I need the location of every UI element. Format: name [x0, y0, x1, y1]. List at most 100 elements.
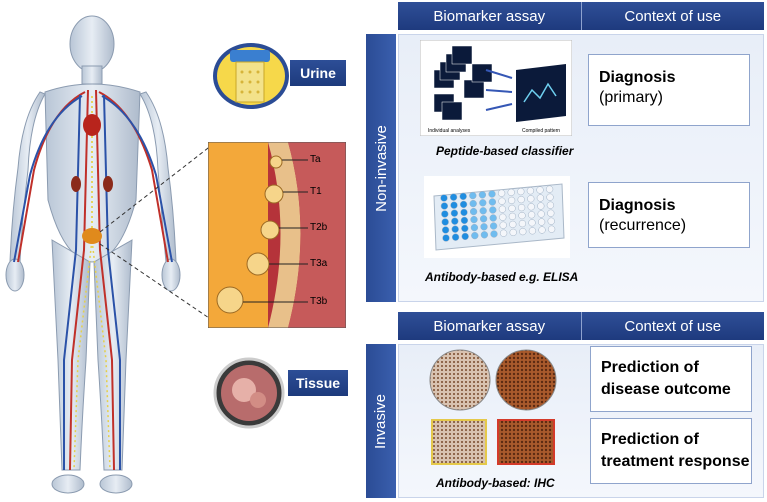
elisa-well — [508, 204, 516, 213]
elisa-well — [536, 186, 544, 194]
elisa-well — [441, 218, 449, 226]
tissue-endoscopy-image — [213, 357, 285, 429]
diagnosis-primary-title: Diagnosis — [599, 69, 676, 86]
elisa-well — [451, 225, 459, 233]
header-divider — [580, 2, 582, 30]
diagnosis-recurrence-subtitle: (recurrence) — [599, 217, 687, 234]
invasive-band: Invasive — [366, 344, 396, 498]
urine-tag: Urine — [290, 60, 346, 86]
elisa-well — [538, 226, 546, 234]
context-diagnosis-primary: Diagnosis (primary) — [588, 54, 750, 126]
elisa-caption: Antibody-based e.g. ELISA — [425, 270, 579, 284]
elisa-well — [450, 201, 458, 209]
elisa-well — [478, 191, 487, 199]
elisa-well — [488, 190, 496, 198]
ihc-stain-images — [429, 349, 557, 465]
elisa-well — [499, 229, 508, 237]
elisa-well — [459, 200, 468, 209]
elisa-well — [509, 228, 517, 237]
elisa-well — [469, 191, 477, 200]
elisa-well — [499, 221, 507, 229]
biomarker-assay-header-bottom: Biomarker assay — [433, 317, 546, 335]
elisa-well — [471, 231, 479, 240]
elisa-well — [537, 218, 546, 226]
elisa-well — [518, 219, 527, 228]
elisa-well — [488, 198, 497, 206]
elisa-well — [537, 202, 545, 210]
human-body-illustration — [5, 15, 181, 494]
elisa-well — [451, 233, 460, 241]
elisa-well — [509, 220, 517, 229]
elisa-well — [469, 207, 478, 216]
elisa-well — [519, 227, 527, 236]
context-disease-outcome: Prediction of disease outcome — [590, 346, 752, 412]
elisa-well — [527, 203, 535, 211]
elisa-well — [441, 226, 450, 234]
biomarker-assay-header: Biomarker assay — [433, 7, 546, 25]
context-of-use-header-bottom: Context of use — [624, 317, 722, 335]
elisa-well — [490, 230, 498, 238]
elisa-well — [479, 207, 487, 215]
elisa-well — [489, 206, 497, 214]
elisa-well — [489, 214, 497, 222]
elisa-well — [527, 211, 536, 219]
disease-outcome-line1: Prediction of — [601, 359, 699, 376]
elisa-well — [526, 187, 535, 195]
elisa-well — [498, 205, 507, 213]
elisa-well — [479, 215, 488, 223]
bottom-table-header: Biomarker assay Context of use — [398, 312, 764, 340]
elisa-well — [442, 234, 450, 242]
elisa-well — [537, 210, 545, 218]
compiled-pattern-label: Compiled pattern — [522, 128, 560, 134]
urine-label: Urine — [300, 65, 336, 81]
peptide-caption: Peptide-based classifier — [436, 144, 574, 158]
elisa-well — [498, 197, 506, 205]
tissue-label: Tissue — [295, 375, 341, 391]
diagnosis-recurrence-title: Diagnosis — [599, 197, 676, 214]
non-invasive-label: Non-invasive — [372, 124, 390, 212]
elisa-well — [470, 223, 479, 232]
elisa-well — [480, 231, 489, 239]
elisa-well — [536, 194, 545, 202]
elisa-well — [449, 193, 458, 201]
elisa-well — [527, 195, 535, 203]
header-divider-bottom — [580, 312, 582, 340]
bladder-icon — [82, 228, 102, 244]
elisa-well — [469, 199, 477, 208]
elisa-well — [518, 211, 526, 220]
tissue-tag: Tissue — [288, 370, 348, 396]
individual-analyses-label: Individual analyses — [428, 128, 471, 134]
context-of-use-header: Context of use — [624, 7, 722, 25]
elisa-well — [440, 194, 448, 202]
context-treatment-response: Prediction of treatment response — [590, 418, 752, 484]
elisa-well — [480, 223, 488, 231]
elisa-well — [507, 196, 516, 205]
elisa-well — [470, 215, 478, 224]
elisa-well — [546, 201, 555, 209]
elisa-well — [479, 199, 487, 207]
elisa-well — [528, 219, 536, 227]
elisa-well — [460, 216, 469, 225]
elisa-well — [451, 217, 459, 225]
elisa-well — [461, 232, 469, 241]
elisa-well — [450, 209, 459, 217]
elisa-well — [517, 187, 525, 196]
elisa-well — [460, 208, 468, 217]
elisa-plate-image — [424, 176, 570, 258]
elisa-well — [517, 195, 525, 204]
stage-ta-label: Ta — [310, 154, 321, 165]
urine-tube-image — [213, 43, 289, 109]
top-table-header: Biomarker assay Context of use — [398, 2, 764, 30]
elisa-well — [517, 203, 526, 212]
elisa-well — [440, 202, 449, 210]
elisa-well — [547, 209, 555, 217]
elisa-well — [528, 227, 537, 235]
elisa-well — [461, 224, 469, 233]
elisa-well — [547, 225, 556, 233]
elisa-well — [499, 213, 507, 221]
treatment-response-line2: treatment response — [601, 453, 750, 470]
ihc-caption: Antibody-based: IHC — [436, 476, 555, 490]
context-diagnosis-recurrence: Diagnosis (recurrence) — [588, 182, 750, 248]
elisa-well — [489, 222, 498, 230]
